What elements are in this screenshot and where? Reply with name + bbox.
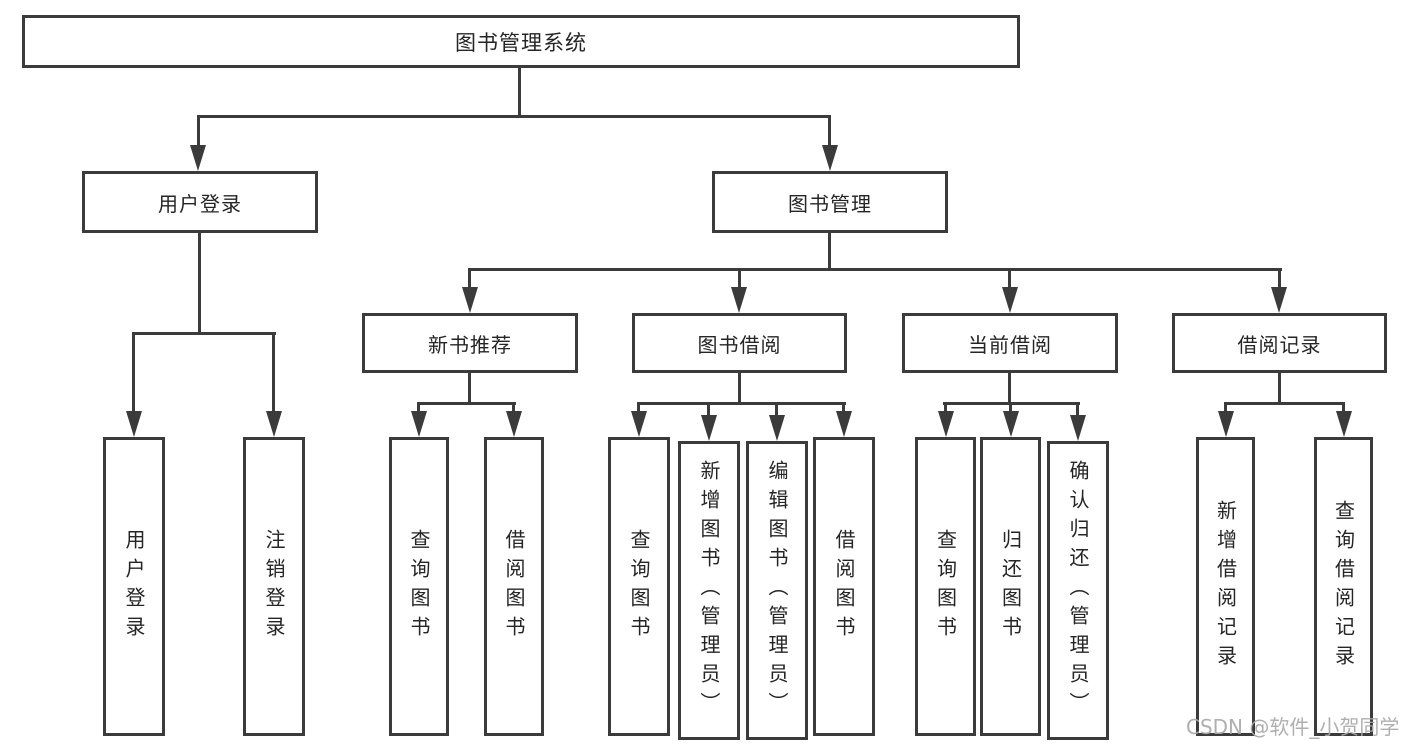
connector-vline xyxy=(468,268,471,292)
connector-hline xyxy=(132,332,276,335)
connector-vline xyxy=(197,115,200,147)
connector-vline xyxy=(198,233,201,335)
node-library-system: 图书管理系统 xyxy=(22,15,1020,68)
node-label: 查询图书 xyxy=(627,528,651,645)
arrow-down-icon xyxy=(1218,411,1234,437)
connector-hline xyxy=(417,402,516,405)
connector-hline xyxy=(197,115,831,118)
node-label: 编辑图书（管理员） xyxy=(765,460,789,721)
node-label: 确认归还（管理员） xyxy=(1066,460,1090,721)
connector-hline xyxy=(1224,402,1345,405)
node-label: 新增图书（管理员） xyxy=(697,460,721,721)
csdn-watermark: CSDN @软件_小贺同学 xyxy=(1186,715,1400,739)
arrow-down-icon xyxy=(631,411,647,437)
connector-vline xyxy=(944,402,947,416)
arrow-down-icon xyxy=(126,411,142,437)
arrow-down-icon xyxy=(938,411,954,437)
node-label: 查询图书 xyxy=(933,528,958,645)
arrow-down-icon xyxy=(1070,415,1086,441)
connector-vline xyxy=(512,402,515,416)
arrow-down-icon xyxy=(411,411,427,437)
node-query-books-recommend: 查询图书 xyxy=(389,437,449,736)
node-borrow-books-borrowing: 借阅图书 xyxy=(813,437,875,736)
arrow-down-icon xyxy=(1336,411,1352,437)
connector-vline xyxy=(1278,373,1281,405)
node-edit-book-admin: 编辑图书（管理员） xyxy=(746,441,808,740)
node-label: 注销登录 xyxy=(262,528,286,645)
node-borrow-records: 借阅记录 xyxy=(1172,313,1387,373)
node-return-books: 归还图书 xyxy=(980,437,1041,736)
node-logout: 注销登录 xyxy=(243,437,305,736)
connector-vline xyxy=(1342,402,1345,416)
node-borrow-books-recommend: 借阅图书 xyxy=(484,437,544,736)
node-user-login: 用户登录 xyxy=(82,171,318,233)
connector-vline xyxy=(828,233,831,271)
node-label: 新增借阅记录 xyxy=(1213,499,1238,674)
arrow-down-icon xyxy=(266,411,282,437)
node-query-books-borrowing: 查询图书 xyxy=(608,437,670,736)
connector-vline xyxy=(637,402,640,416)
node-query-books-current: 查询图书 xyxy=(915,437,976,736)
arrow-down-icon xyxy=(1271,287,1287,313)
node-book-borrowing: 图书借阅 xyxy=(632,313,847,373)
node-label: 归还图书 xyxy=(998,528,1023,645)
connector-vline xyxy=(828,115,831,147)
connector-vline xyxy=(1278,268,1281,292)
arrow-down-icon xyxy=(190,145,206,171)
node-label: 用户登录 xyxy=(122,528,146,645)
connector-vline xyxy=(1009,402,1012,416)
node-book-management: 图书管理 xyxy=(712,171,948,233)
node-add-borrow-record: 新增借阅记录 xyxy=(1196,437,1255,736)
arrow-down-icon xyxy=(1002,287,1018,313)
connector-vline xyxy=(417,402,420,416)
connector-vline xyxy=(842,402,845,416)
connector-vline xyxy=(738,268,741,292)
arrow-down-icon xyxy=(462,287,478,313)
node-query-borrow-record: 查询借阅记录 xyxy=(1314,437,1373,736)
node-new-book-recommend: 新书推荐 xyxy=(362,313,578,373)
connector-vline xyxy=(518,67,521,118)
node-confirm-return-admin: 确认归还（管理员） xyxy=(1047,441,1109,740)
arrow-down-icon xyxy=(769,415,785,441)
connector-vline xyxy=(272,332,275,414)
node-add-book-admin: 新增图书（管理员） xyxy=(678,441,740,740)
arrow-down-icon xyxy=(731,287,747,313)
connector-vline xyxy=(1008,268,1011,292)
node-label: 查询借阅记录 xyxy=(1331,499,1356,674)
arrow-down-icon xyxy=(701,415,717,441)
connector-hline xyxy=(637,402,846,405)
arrow-down-icon xyxy=(822,145,838,171)
connector-vline xyxy=(132,332,135,414)
arrow-down-icon xyxy=(506,411,522,437)
arrow-down-icon xyxy=(836,411,852,437)
node-label: 查询图书 xyxy=(407,528,431,645)
connector-vline xyxy=(707,402,710,420)
connector-vline xyxy=(1076,402,1079,420)
connector-hline xyxy=(468,268,1282,271)
connector-vline xyxy=(775,402,778,420)
connector-vline xyxy=(738,373,741,405)
node-current-borrowing: 当前借阅 xyxy=(902,313,1118,373)
arrow-down-icon xyxy=(1003,411,1019,437)
connector-vline xyxy=(468,373,471,405)
node-label: 借阅图书 xyxy=(502,528,526,645)
node-user-login-leaf: 用户登录 xyxy=(103,437,165,736)
connector-vline xyxy=(1224,402,1227,416)
node-label: 借阅图书 xyxy=(832,528,856,645)
connector-vline xyxy=(1008,373,1011,405)
